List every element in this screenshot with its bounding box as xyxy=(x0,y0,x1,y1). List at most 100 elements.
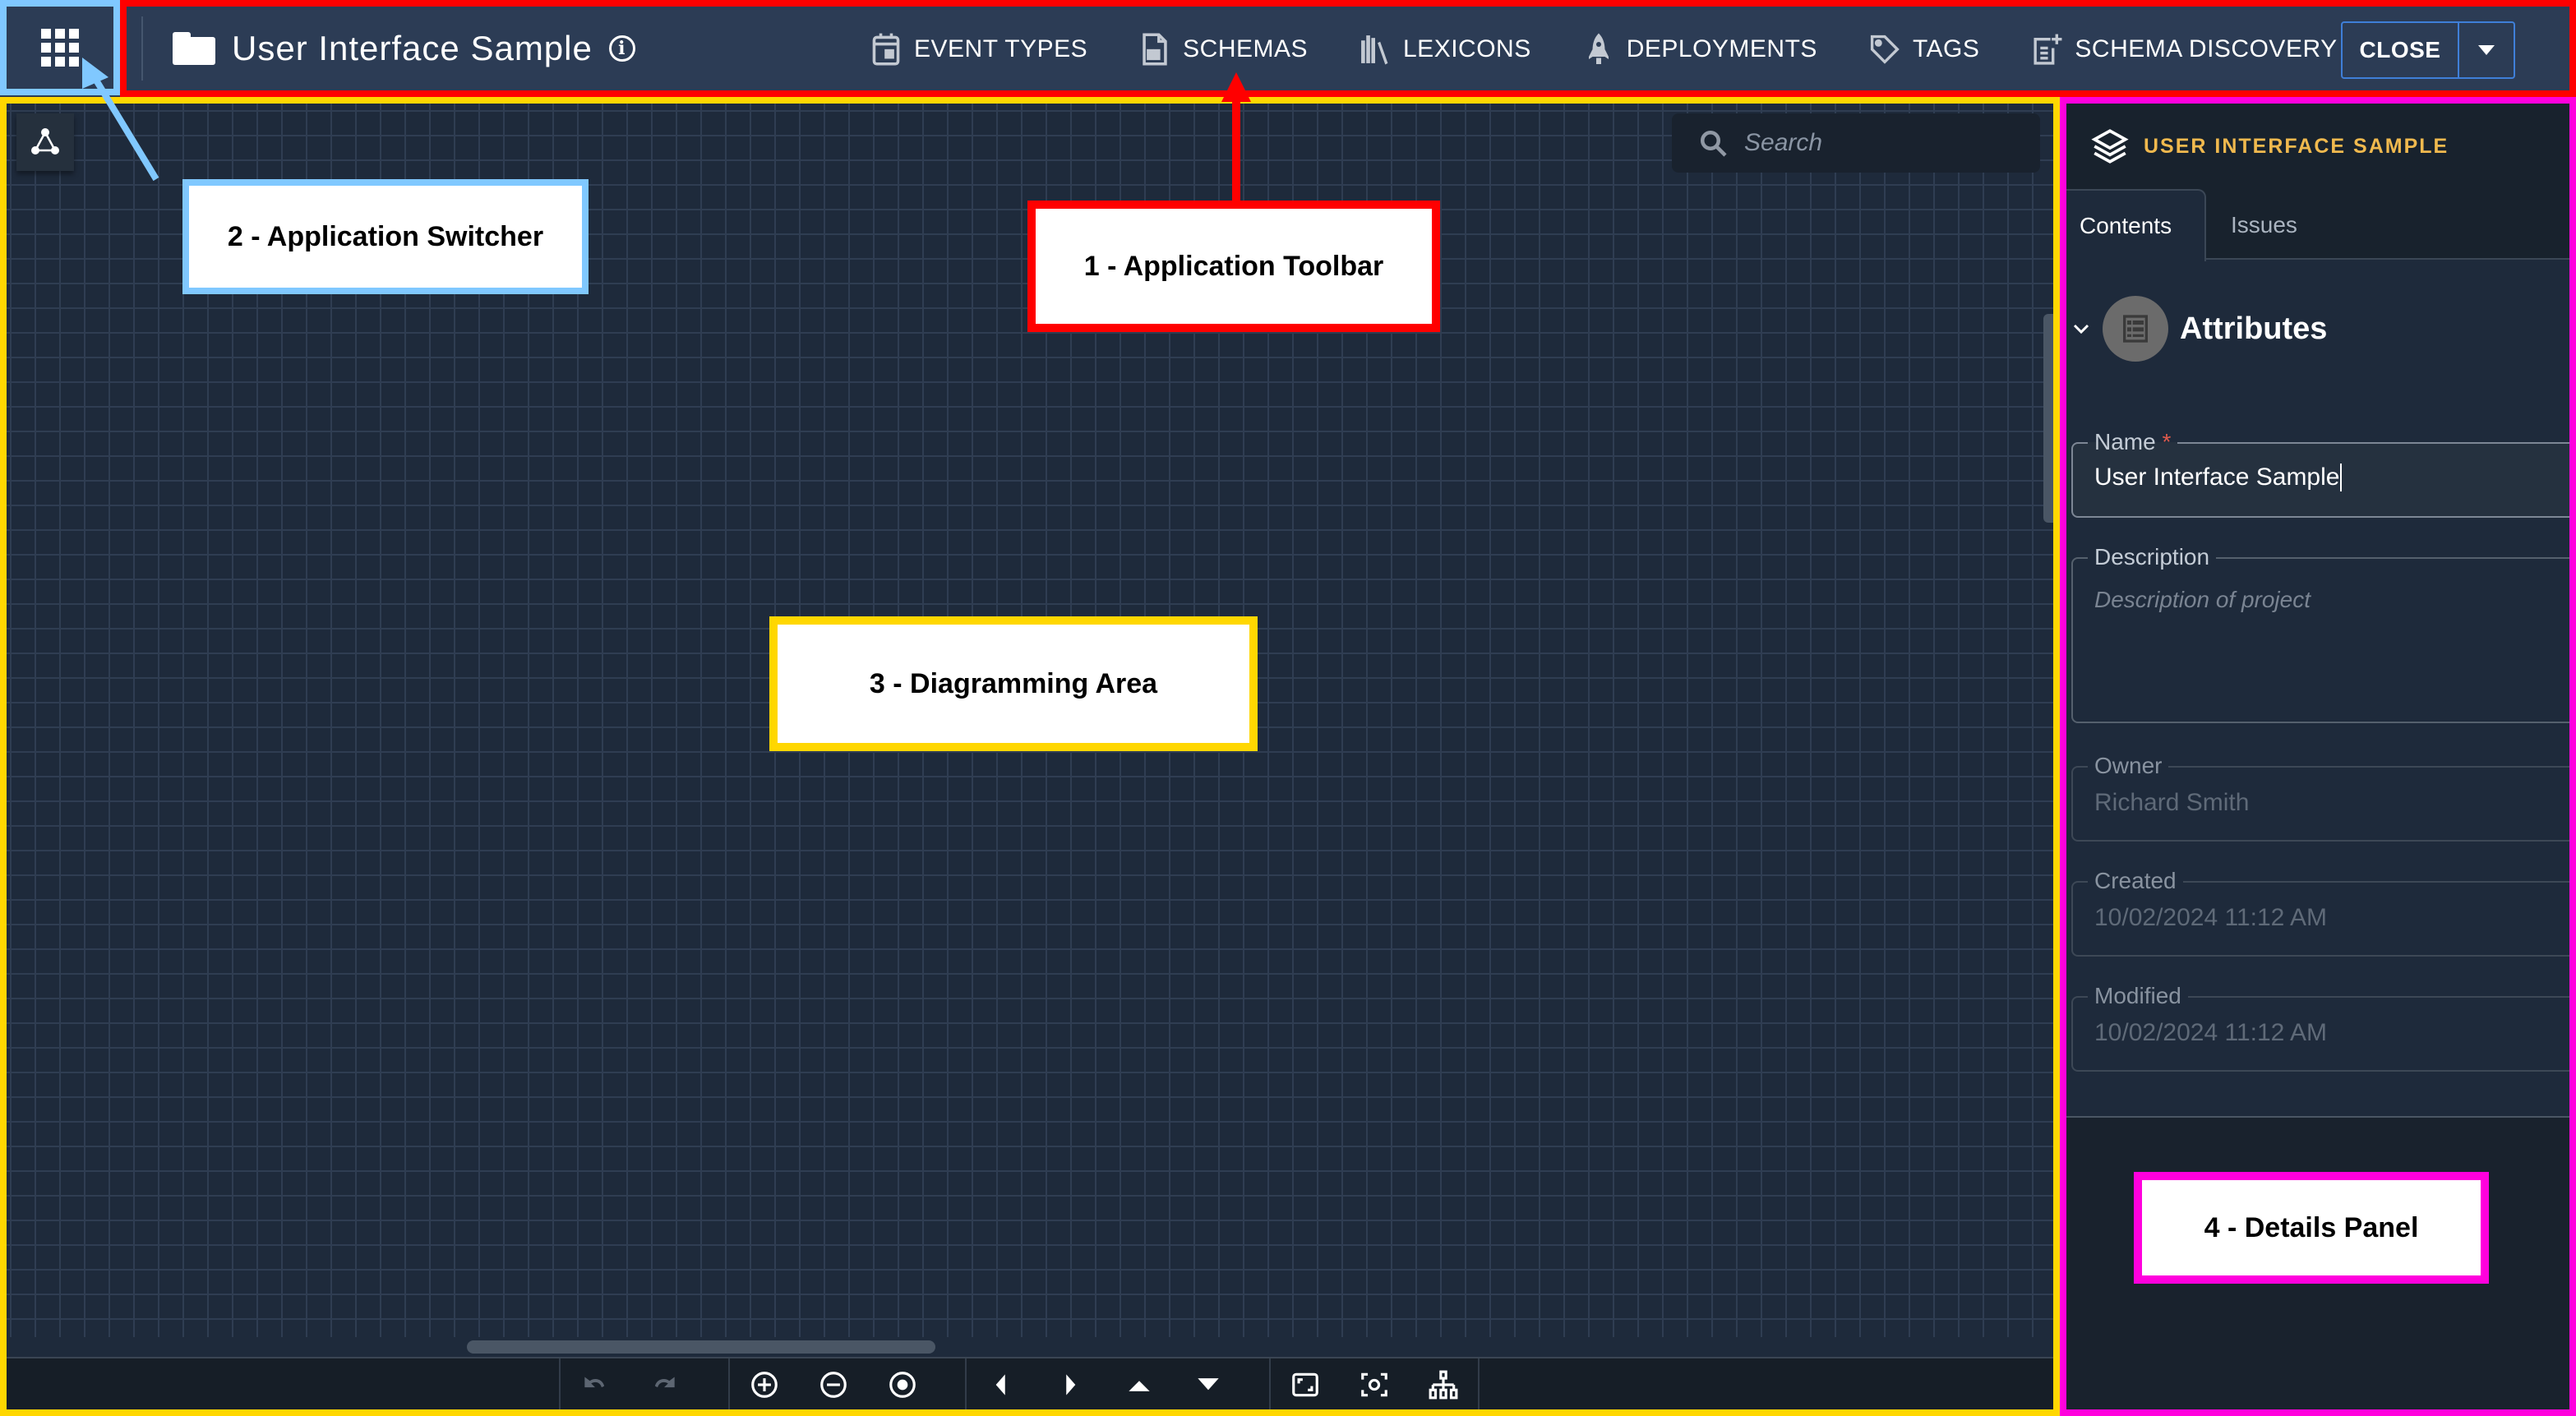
close-button[interactable]: CLOSE xyxy=(2343,23,2459,77)
focus-icon xyxy=(1361,1372,1387,1397)
history-group xyxy=(559,1358,699,1409)
undo-button[interactable] xyxy=(561,1358,630,1409)
description-placeholder: Description of project xyxy=(2094,587,2311,612)
grid-icon xyxy=(41,29,79,67)
nav-tags[interactable]: TAGS xyxy=(1868,32,1979,67)
modified-value: 10/02/2024 11:12 AM xyxy=(2094,1019,2328,1046)
document-icon xyxy=(1143,33,1167,66)
app-switcher-button[interactable] xyxy=(0,0,120,95)
project-title-text: User Interface Sample xyxy=(232,29,593,67)
fit-screen-icon xyxy=(1292,1372,1318,1397)
toolbar-divider xyxy=(141,16,143,81)
panel-title: USER INTERFACE SAMPLE xyxy=(2144,134,2449,158)
hierarchy-layout-button[interactable] xyxy=(1409,1358,1478,1409)
pan-up-icon xyxy=(1129,1381,1150,1391)
tag-icon xyxy=(1870,35,1900,64)
nav-label: DEPLOYMENTS xyxy=(1626,35,1817,62)
document-add-icon xyxy=(2034,34,2062,65)
horizontal-scrollbar-track xyxy=(7,1337,2053,1357)
diagram-bottom-toolbar xyxy=(7,1357,2053,1409)
owner-value: Richard Smith xyxy=(2094,789,2250,816)
pan-right-icon xyxy=(1066,1374,1076,1395)
caret-down-icon xyxy=(2478,45,2495,55)
annotation-application-switcher: 2 - Application Switcher xyxy=(182,179,589,294)
zoom-in-button[interactable] xyxy=(730,1358,799,1409)
close-dropdown-button[interactable] xyxy=(2459,23,2514,77)
pan-left-button[interactable] xyxy=(967,1358,1036,1409)
panel-header: USER INTERFACE SAMPLE xyxy=(2066,104,2569,189)
graph-triangle-icon xyxy=(31,128,59,155)
focus-button[interactable] xyxy=(1340,1358,1409,1409)
zoom-group xyxy=(728,1358,937,1409)
modified-label: Modified xyxy=(2088,983,2188,1009)
zoom-out-button[interactable] xyxy=(799,1358,868,1409)
toolbar-nav: EVENT TYPES SCHEMAS LEXICONS DEPLOYMENTS… xyxy=(870,25,2338,74)
calendar-icon xyxy=(872,33,900,66)
zoom-reset-icon xyxy=(889,1372,916,1398)
list-icon xyxy=(2123,315,2148,343)
attributes-section-header[interactable]: Attributes xyxy=(2071,296,2327,362)
view-group xyxy=(1269,1358,1480,1409)
zoom-reset-button[interactable] xyxy=(868,1358,937,1409)
nav-label: LEXICONS xyxy=(1403,35,1531,62)
hierarchy-layout-icon xyxy=(1429,1370,1458,1400)
application-toolbar: User Interface Sample i EVENT TYPES SCHE… xyxy=(0,0,2576,97)
diagram-search-input[interactable]: Search xyxy=(1672,113,2040,173)
layout-button[interactable] xyxy=(16,113,74,171)
fit-screen-button[interactable] xyxy=(1271,1358,1340,1409)
chevron-down-icon xyxy=(2073,324,2089,334)
annotation-details-panel: 4 - Details Panel xyxy=(2134,1172,2489,1284)
created-label: Created xyxy=(2088,868,2183,894)
description-field[interactable]: Description Description of project xyxy=(2071,544,2569,723)
nav-lexicons[interactable]: LEXICONS xyxy=(1359,32,1531,67)
required-mark: * xyxy=(2162,429,2172,454)
nav-label: EVENT TYPES xyxy=(914,35,1088,62)
search-icon xyxy=(1701,131,1727,157)
nav-event-types[interactable]: EVENT TYPES xyxy=(870,32,1087,67)
redo-button[interactable] xyxy=(630,1358,699,1409)
panel-tabs: Contents Issues xyxy=(2066,189,2569,261)
horizontal-scrollbar[interactable] xyxy=(467,1340,935,1354)
nav-schemas[interactable]: SCHEMAS xyxy=(1138,32,1308,67)
name-input-value[interactable]: User Interface Sample xyxy=(2094,464,2343,491)
modified-field: Modified 10/02/2024 11:12 AM xyxy=(2071,983,2569,1072)
nav-label: SCHEMA DISCOVERY xyxy=(2075,35,2338,62)
tab-issues[interactable]: Issues xyxy=(2231,212,2297,238)
nav-schema-discovery[interactable]: SCHEMA DISCOVERY xyxy=(2030,32,2337,67)
toolbar-annotation-frame xyxy=(120,0,2576,97)
pan-down-button[interactable] xyxy=(1174,1358,1243,1409)
nav-label: TAGS xyxy=(1912,35,1980,62)
owner-label: Owner xyxy=(2088,753,2169,779)
description-label: Description xyxy=(2088,544,2217,570)
books-icon xyxy=(1361,35,1388,65)
owner-field: Owner Richard Smith xyxy=(2071,753,2569,842)
rocket-icon xyxy=(1588,33,1609,64)
attributes-icon-badge xyxy=(2103,296,2168,362)
zoom-in-icon xyxy=(751,1372,778,1398)
pan-group xyxy=(965,1358,1243,1409)
pan-down-icon xyxy=(1198,1378,1219,1391)
name-field[interactable]: Name * User Interface Sample xyxy=(2071,429,2569,518)
close-split-button: CLOSE xyxy=(2341,21,2515,79)
pan-left-icon xyxy=(995,1374,1005,1395)
undo-icon xyxy=(584,1377,605,1388)
project-title: User Interface Sample i xyxy=(173,23,635,74)
pan-up-button[interactable] xyxy=(1105,1358,1174,1409)
name-label: Name * xyxy=(2088,429,2178,455)
nav-label: SCHEMAS xyxy=(1183,35,1308,62)
attributes-title: Attributes xyxy=(2180,311,2328,346)
redo-icon xyxy=(654,1377,675,1388)
created-field: Created 10/02/2024 11:12 AM xyxy=(2071,868,2569,957)
layers-icon xyxy=(2091,129,2129,164)
pan-right-button[interactable] xyxy=(1036,1358,1105,1409)
info-icon[interactable]: i xyxy=(608,35,635,62)
nav-deployments[interactable]: DEPLOYMENTS xyxy=(1582,32,1817,67)
created-value: 10/02/2024 11:12 AM xyxy=(2094,904,2328,931)
tab-contents[interactable]: Contents xyxy=(2066,189,2206,261)
annotation-application-toolbar: 1 - Application Toolbar xyxy=(1027,201,1440,332)
vertical-scrollbar[interactable] xyxy=(2043,314,2053,523)
search-placeholder: Search xyxy=(1744,129,1823,156)
zoom-out-icon xyxy=(820,1372,847,1398)
annotation-diagramming-area: 3 - Diagramming Area xyxy=(769,616,1258,751)
